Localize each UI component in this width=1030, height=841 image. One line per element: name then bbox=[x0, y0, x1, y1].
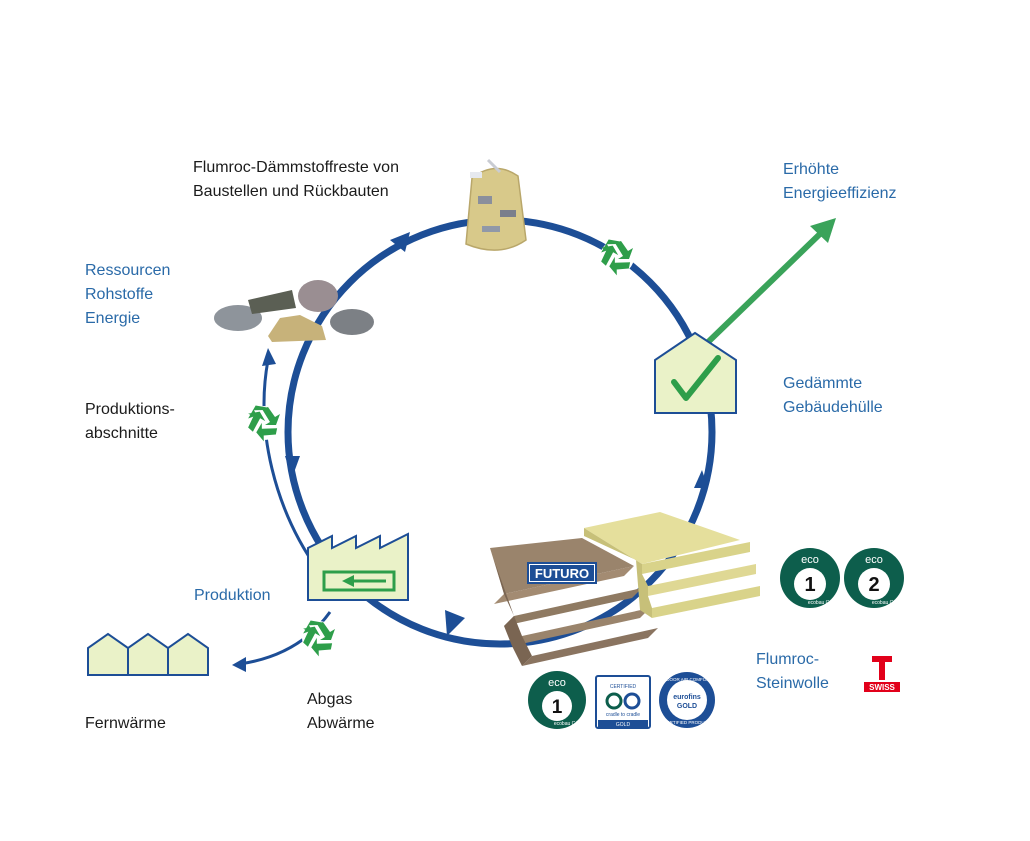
svg-text:eco: eco bbox=[801, 554, 819, 566]
svg-text:eurofins: eurofins bbox=[673, 694, 701, 701]
checkmark-icon bbox=[671, 355, 721, 401]
resources-label: Ressourcen Rohstoffe Energie bbox=[85, 262, 171, 327]
svg-text:eco: eco bbox=[865, 554, 883, 566]
insulated-label: Gedämmte Gebäudehülle bbox=[783, 375, 883, 416]
recycle-icon bbox=[297, 617, 336, 660]
svg-text:2: 2 bbox=[868, 574, 879, 596]
swiss-label-icon: SWISS bbox=[864, 650, 900, 692]
svg-text:ecobau CAT.: ecobau CAT. bbox=[554, 721, 582, 727]
efficiency-arrow bbox=[702, 218, 836, 348]
futuro-logo: FUTURO bbox=[527, 562, 597, 584]
cycle-arrow-bottom bbox=[445, 610, 465, 636]
eco-badge-2: eco 2 ecobau CAT. bbox=[844, 548, 904, 608]
factory-icon bbox=[307, 532, 409, 601]
waste-label: Flumroc-Dämmstoffreste von Baustellen un… bbox=[193, 159, 399, 200]
svg-text:GOLD: GOLD bbox=[677, 703, 697, 710]
stones-image bbox=[214, 280, 374, 342]
district-heat-arrow bbox=[232, 611, 332, 672]
cycle-arrow-top bbox=[390, 232, 410, 252]
svg-text:GOLD: GOLD bbox=[616, 722, 631, 728]
eco-badge-1: eco 1 ecobau CAT. bbox=[780, 548, 840, 608]
svg-text:CERTIFIED: CERTIFIED bbox=[610, 684, 637, 690]
svg-text:CERTIFIED PRODUCT: CERTIFIED PRODUCT bbox=[663, 720, 710, 725]
efficiency-label: Erhöhte Energieeffizienz bbox=[783, 161, 897, 202]
production-loop bbox=[262, 348, 320, 571]
bag-image bbox=[465, 158, 527, 251]
svg-text:eco: eco bbox=[548, 677, 566, 689]
svg-text:SWISS: SWISS bbox=[869, 683, 895, 692]
insulated-house-icon bbox=[654, 331, 737, 414]
stonewool-label: Flumroc- Steinwolle bbox=[756, 651, 829, 692]
cycle-arrow-right bbox=[694, 470, 708, 488]
eurofins-badge: INDOOR AIR COMFORT eurofins GOLD CERTIFI… bbox=[659, 672, 715, 728]
svg-text:1: 1 bbox=[804, 574, 815, 596]
svg-text:ecobau CAT.: ecobau CAT. bbox=[872, 600, 900, 606]
district-heat-label: Fernwärme bbox=[85, 715, 166, 732]
recycle-icon bbox=[242, 402, 281, 445]
svg-text:INDOOR AIR COMFORT: INDOOR AIR COMFORT bbox=[662, 677, 713, 682]
svg-text:1: 1 bbox=[552, 697, 563, 718]
eco-badge-bottom: eco 1 ecobau CAT. bbox=[528, 671, 586, 729]
sections-label: Produktions- abschnitte bbox=[85, 401, 175, 442]
cradle-to-cradle-badge: CERTIFIED cradle to cradle GOLD bbox=[595, 675, 651, 729]
cycle-arrow-left bbox=[285, 456, 300, 478]
futuro-text: FUTURO bbox=[535, 566, 589, 581]
svg-text:ecobau CAT.: ecobau CAT. bbox=[808, 600, 836, 606]
houses-icon bbox=[87, 632, 209, 676]
svg-text:cradle to cradle: cradle to cradle bbox=[606, 712, 640, 718]
production-label: Produktion bbox=[194, 587, 271, 604]
exhaust-label: Abgas Abwärme bbox=[307, 691, 375, 732]
